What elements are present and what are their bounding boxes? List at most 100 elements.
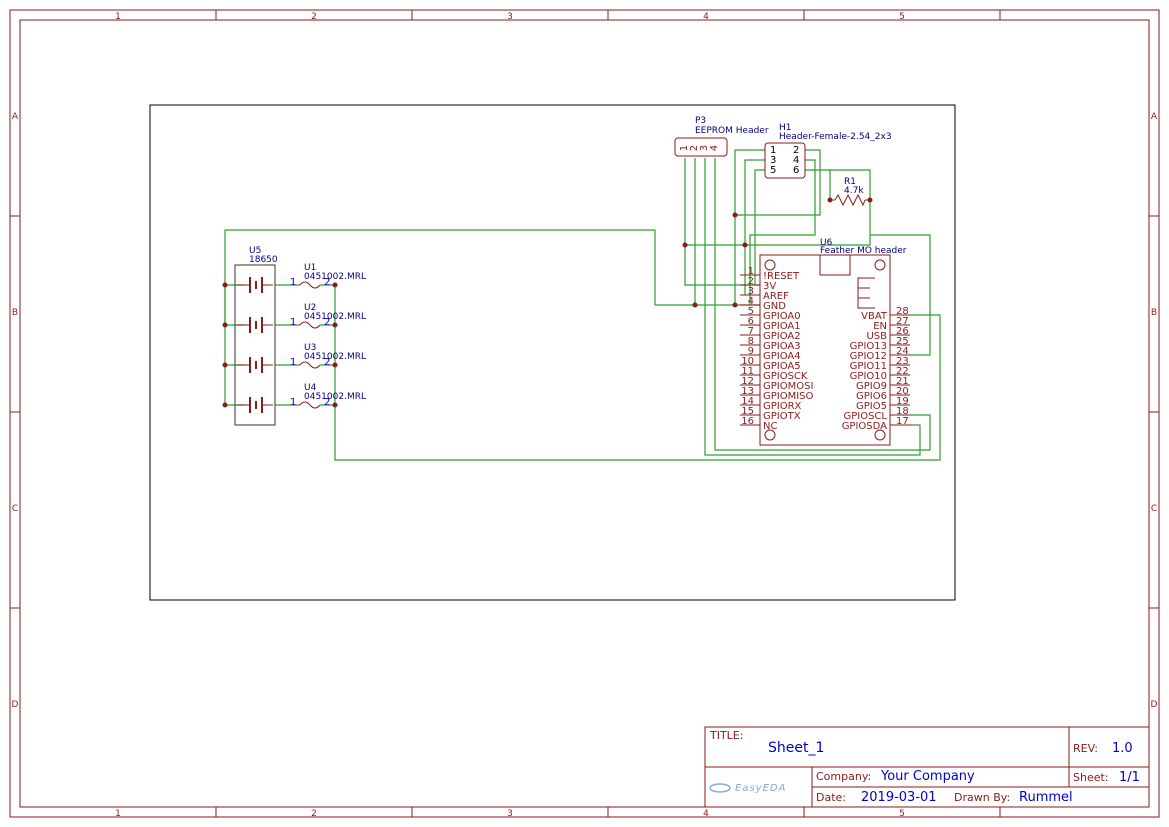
drawn-by-label: Drawn By: [954,791,1010,804]
fuse-u4-name: 0451002.MRL [304,392,366,402]
u6-pin-number: 12 [741,376,754,387]
u6-pin-name: GPIO11 [850,361,887,372]
fuse-u1: U1 0451002.MRL 1 2 [290,263,366,289]
u6-pin-name: GPIOA3 [763,341,801,352]
u6-pin-number: 18 [896,406,909,417]
u6-pin-number: 21 [896,376,909,387]
p3-pin-4: 4 [709,145,720,151]
u6-pin-name: GPIORX [763,401,802,412]
u6-pin-number: 16 [741,416,754,427]
u6-pin-number: 24 [896,346,909,357]
col-label-bottom-2: 2 [311,809,317,819]
fuse-u3-pin2: 2 [324,357,330,368]
col-label-top-1: 1 [115,12,121,22]
drawn-by-value: Rummel [1019,790,1073,805]
u6-pin-number: 25 [896,336,909,347]
h1-name: Header-Female-2.54_2x3 [779,132,892,142]
easyeda-logo: EasyEDA [709,783,785,794]
u6-pin-number: 8 [748,336,754,347]
col-label-top-5: 5 [899,12,905,22]
u6-pin-name: GPIO9 [856,381,887,392]
u5-name: 18650 [249,255,278,265]
u6-pin-name: GPIOTX [763,411,801,422]
sheet-label: Sheet: [1073,771,1109,784]
u6-pin-number: 26 [896,326,909,337]
r1-ref: R1 [844,177,856,187]
col-label-bottom-4: 4 [703,809,709,819]
row-label-right-c: C [1151,504,1157,514]
p3-name: EEPROM Header [695,126,769,136]
u6-pin-name: GPIOA1 [763,321,801,332]
sheet-value: 1/1 [1119,770,1140,785]
p3-pin-3: 3 [699,145,710,151]
h1-pin-1: 1 [770,145,776,156]
sheet-title: Sheet_1 [768,740,824,756]
p3-eeprom-header: P3 EEPROM Header 1 2 3 4 [674,116,769,157]
u6-pin-name: GPIOSDA [842,421,887,432]
row-label-right-d: D [1151,700,1158,710]
fuse-u1-pin1: 1 [290,277,296,288]
fuse-u4-ref: U4 [304,383,317,393]
title-label: TITLE: [709,729,743,742]
fuse-u4-pin2: 2 [324,397,330,408]
u6-name: Feather MO header [820,246,907,256]
date-label: Date: [816,791,846,804]
col-label-top-4: 4 [703,12,709,22]
drawing-area-box [149,104,956,601]
company-value: Your Company [880,769,975,784]
u6-pin-name: GPIOMISO [763,391,814,402]
fuse-u2-name: 0451002.MRL [304,312,366,322]
h1-pin-6: 6 [793,165,799,176]
col-label-top-2: 2 [311,12,317,22]
r1-resistor: R1 4.7k [834,177,866,207]
u6-pin-number: 4 [748,296,754,307]
fuse-u2-pin2: 2 [324,317,330,328]
u6-pin-name: !RESET [763,271,800,282]
u6-pin-number: 9 [748,346,754,357]
u6-pin-number: 27 [896,316,909,327]
u6-pin-name: VBAT [861,311,888,322]
u6-pin-number: 11 [741,366,754,377]
fuse-u2-pin1: 1 [290,317,296,328]
u6-pin-name: GPIOSCK [763,371,808,382]
u6-pin-number: 28 [896,306,909,317]
p3-pin-1: 1 [679,145,690,151]
h1-pin-3: 3 [770,155,776,166]
u6-pin-number: 20 [896,386,909,397]
u6-pin-number: 2 [748,276,754,287]
u6-pin-number: 6 [748,316,754,327]
row-label-right-a: A [1151,112,1158,122]
fuse-u4-pin1: 1 [290,397,296,408]
col-label-bottom-5: 5 [899,809,905,819]
row-label-left-d: D [12,700,19,710]
title-block: TITLE: Sheet_1 REV: 1.0 Company: Your Co… [704,726,1150,808]
u5-ref: U5 [249,246,261,256]
rev-value: 1.0 [1112,741,1133,756]
u6-pin-name: EN [873,321,887,332]
fuse-u1-ref: U1 [304,263,316,273]
outer-frame [9,9,1160,818]
u6-pin-number: 10 [741,356,754,367]
u6-pin-number: 7 [748,326,754,337]
fuse-u2: U2 0451002.MRL 1 2 [290,303,366,329]
inner-frame [19,19,1150,808]
u6-pin-name: GPIO13 [850,341,887,352]
u6-pin-number: 23 [896,356,909,367]
u6-pin-name: GPIO10 [850,371,887,382]
rev-label: REV: [1073,742,1098,755]
fuse-u1-name: 0451002.MRL [304,272,366,282]
frame-ticks [10,10,1159,817]
u6-pin-name: GPIOA4 [763,351,801,362]
row-label-left-a: A [12,112,19,122]
fuse-u4: U4 0451002.MRL 1 2 [290,383,366,409]
u6-pin-number: 22 [896,366,909,377]
fuse-u3-name: 0451002.MRL [304,352,366,362]
h1-pin-5: 5 [770,165,776,176]
u6-pin-number: 14 [741,396,754,407]
u6-ref: U6 [820,238,833,248]
u6-pin-number: 1 [748,266,754,277]
u6-pin-number: 3 [748,286,754,297]
